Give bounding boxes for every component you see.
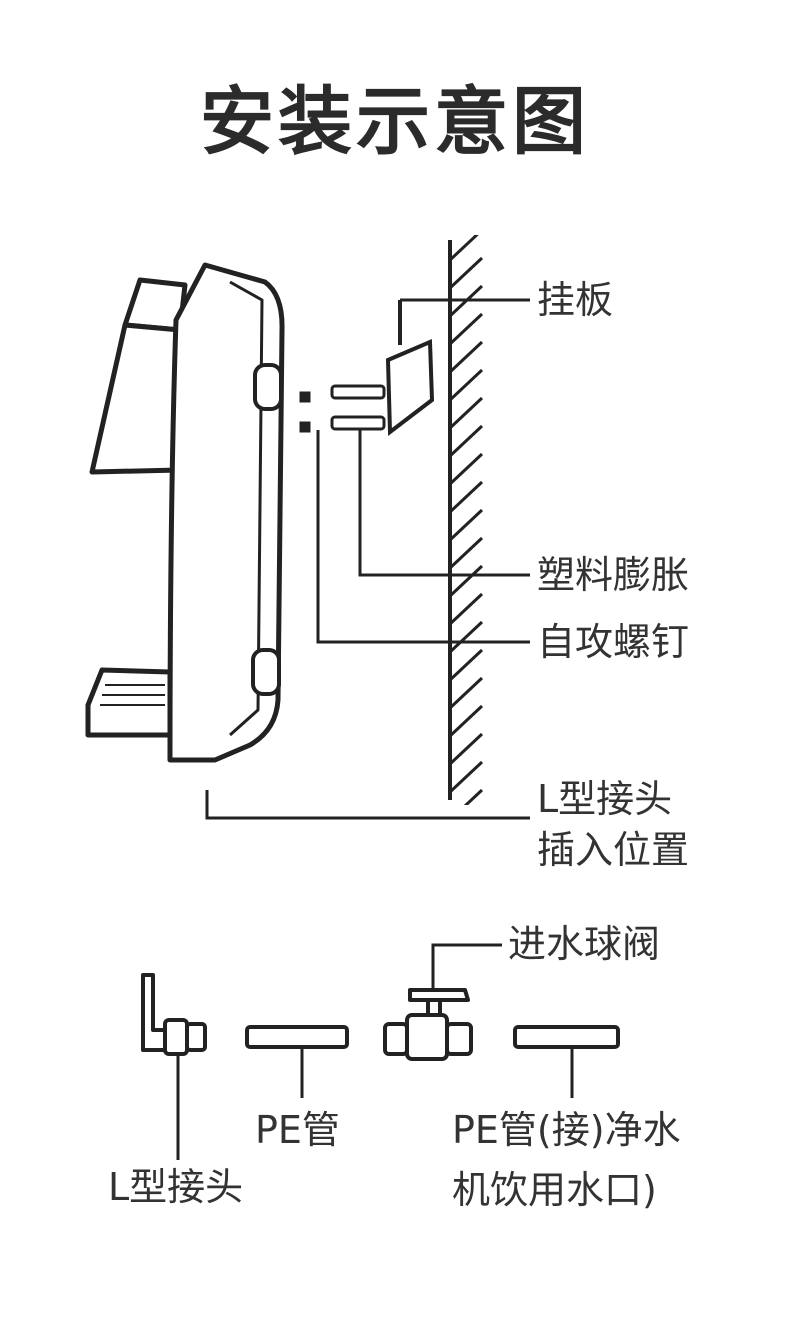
wall [448, 235, 484, 805]
hanger-plate [385, 300, 435, 436]
page-title: 安装示意图 [200, 79, 590, 165]
anchor-label: 塑料膨胀 [537, 553, 690, 597]
leader-lines-top [205, 298, 530, 820]
leader-lines-bottom [176, 943, 574, 1160]
pe-tube-2 [513, 1025, 620, 1049]
pe-tube-1-label: PE管 [255, 1108, 340, 1152]
screw-label: 自攻螺钉 [537, 620, 690, 664]
l-fitting-position-label-2: 插入位置 [537, 828, 690, 872]
screws-and-anchors [299, 384, 386, 433]
hanger-label: 挂板 [537, 278, 614, 322]
water-dispenser [85, 262, 285, 763]
l-fitting-position-label-1: L型接头 [537, 777, 673, 821]
pe-tube-2-label-2: 机饮用水口) [452, 1168, 657, 1212]
l-fitting-label: L型接头 [108, 1165, 244, 1209]
inlet-valve [383, 988, 473, 1061]
inlet-valve-label: 进水球阀 [508, 922, 661, 966]
pe-tube-2-label-1: PE管(接)净水 [452, 1108, 681, 1152]
pe-tube-1 [245, 1025, 349, 1049]
l-fitting [141, 973, 207, 1056]
